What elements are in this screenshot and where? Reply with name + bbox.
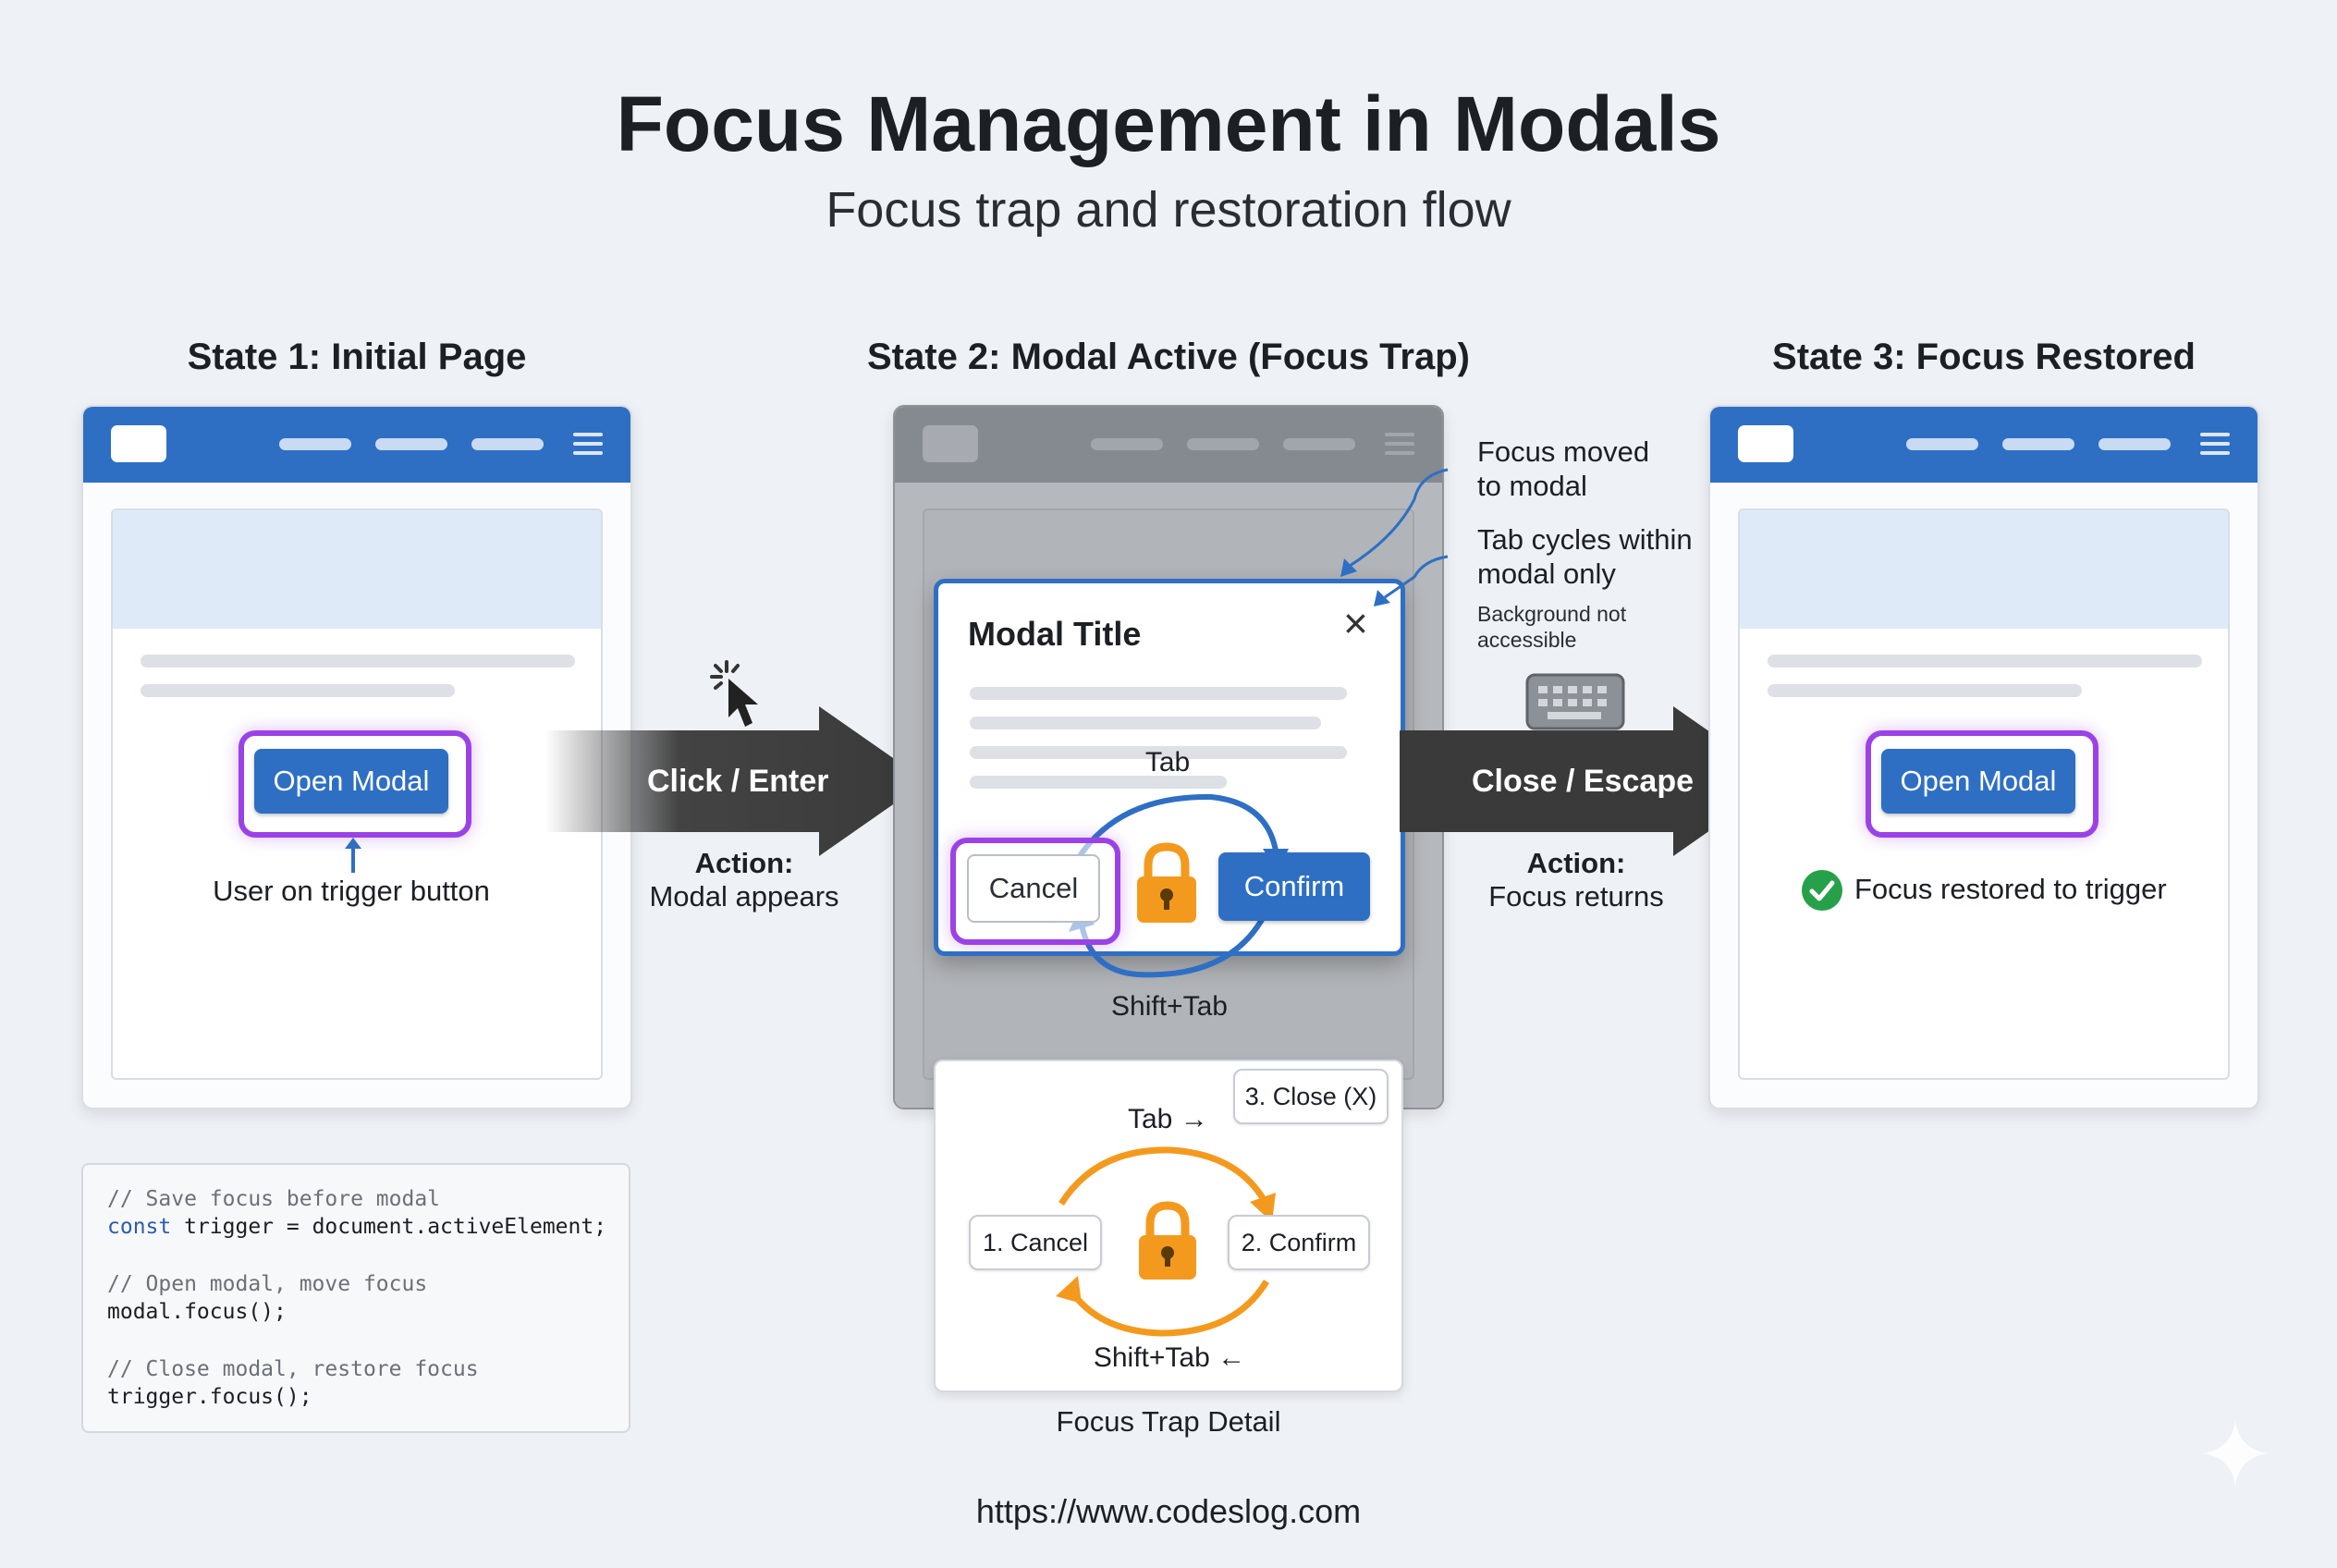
open-modal-button[interactable]: Open Modal (1881, 749, 2075, 814)
shift-tab-label: Shift+Tab (1111, 991, 1228, 1022)
text-line-placeholder (1768, 655, 2202, 668)
arrow-up-icon (345, 838, 361, 873)
window-logo (111, 425, 166, 462)
window-titlebar (1710, 407, 2257, 483)
page-subtitle: Focus trap and restoration flow (826, 182, 1511, 238)
code-snippet: // Save focus before modal const trigger… (81, 1163, 630, 1433)
footer-url[interactable]: https://www.codeslog.com (975, 1492, 1362, 1530)
text-line-placeholder (141, 684, 455, 697)
transition-2-action-title: Action: (1526, 847, 1626, 879)
state-1-window (81, 405, 632, 1109)
nav-placeholder (2002, 438, 2074, 450)
nav-placeholder (375, 438, 447, 450)
annotation-background: Background not accessible (1477, 602, 1627, 652)
transition-arrow-1 (545, 706, 926, 856)
annotation-tab-cycles: Tab cycles within modal only (1477, 523, 1693, 590)
detail-tab-label: Tab → (1128, 1104, 1208, 1134)
text-line-placeholder (970, 687, 1347, 700)
transition-1-action-text: Modal appears (649, 880, 839, 913)
code-line: trigger.focus(); (107, 1385, 312, 1409)
tab-label: Tab (1144, 747, 1191, 778)
page-title: Focus Management in Modals (616, 80, 1721, 167)
close-icon[interactable]: × (1343, 599, 1368, 647)
sparkle-icon (2202, 1420, 2269, 1487)
lock-icon (1137, 842, 1196, 923)
check-circle-icon (1802, 870, 1842, 911)
state-1-caption: User on trigger button (213, 875, 490, 907)
state-3-caption: Focus restored to trigger (1854, 873, 2167, 905)
hero-placeholder (1740, 510, 2228, 629)
page-content (111, 508, 603, 1080)
cursor-click-icon (710, 660, 758, 727)
code-line: const trigger = document.activeElement; (107, 1215, 607, 1239)
modal-title: Modal Title (968, 615, 1142, 653)
code-comment: // Save focus before modal (107, 1187, 441, 1211)
state-3-title: State 3: Focus Restored (1772, 337, 2196, 377)
window-titlebar (895, 407, 1442, 483)
transition-1-action-title: Action: (694, 847, 794, 879)
nav-placeholder (471, 438, 544, 450)
window-titlebar (83, 407, 630, 483)
nav-placeholder (279, 438, 351, 450)
lock-icon (1139, 1201, 1196, 1280)
text-line-placeholder (1768, 684, 2082, 697)
cancel-button[interactable]: Cancel (967, 854, 1100, 923)
transition-2-label: Close / Escape (1472, 764, 1695, 799)
nav-placeholder (1187, 438, 1259, 450)
annotation-focus-moved: Focus moved to modal (1477, 435, 1650, 502)
focus-trap-detail-caption: Focus Trap Detail (1056, 1405, 1281, 1438)
open-modal-button[interactable]: Open Modal (254, 749, 448, 814)
text-line-placeholder (970, 717, 1321, 729)
annotation-pointer-arrows (1340, 468, 1449, 606)
nav-placeholder (1283, 438, 1355, 450)
cancel-chip: 1. Cancel (969, 1215, 1102, 1270)
window-logo (923, 425, 978, 462)
text-line-placeholder (970, 776, 1227, 789)
code-comment: // Open modal, move focus (107, 1272, 428, 1296)
window-logo (1738, 425, 1793, 462)
nav-placeholder (1906, 438, 1978, 450)
confirm-chip: 2. Confirm (1228, 1215, 1370, 1270)
transition-2-action-text: Focus returns (1488, 880, 1664, 913)
hero-placeholder (113, 510, 601, 629)
keyboard-icon (1525, 673, 1625, 730)
code-line: modal.focus(); (107, 1300, 287, 1324)
detail-shift-tab-label: Shift+Tab ← (1093, 1342, 1246, 1373)
transition-1-label: Click / Enter (647, 764, 829, 799)
close-chip: 3. Close (X) (1233, 1069, 1389, 1124)
code-comment: // Close modal, restore focus (107, 1357, 479, 1381)
text-line-placeholder (970, 746, 1347, 759)
nav-placeholder (2098, 438, 2171, 450)
confirm-button[interactable]: Confirm (1218, 852, 1370, 921)
state-1-title: State 1: Initial Page (187, 337, 527, 377)
text-line-placeholder (141, 655, 575, 668)
state-2-title: State 2: Modal Active (Focus Trap) (867, 337, 1470, 377)
detail-cycle-arrows (1056, 1146, 1276, 1337)
nav-placeholder (1091, 438, 1163, 450)
transition-arrow-2 (1400, 706, 1780, 856)
